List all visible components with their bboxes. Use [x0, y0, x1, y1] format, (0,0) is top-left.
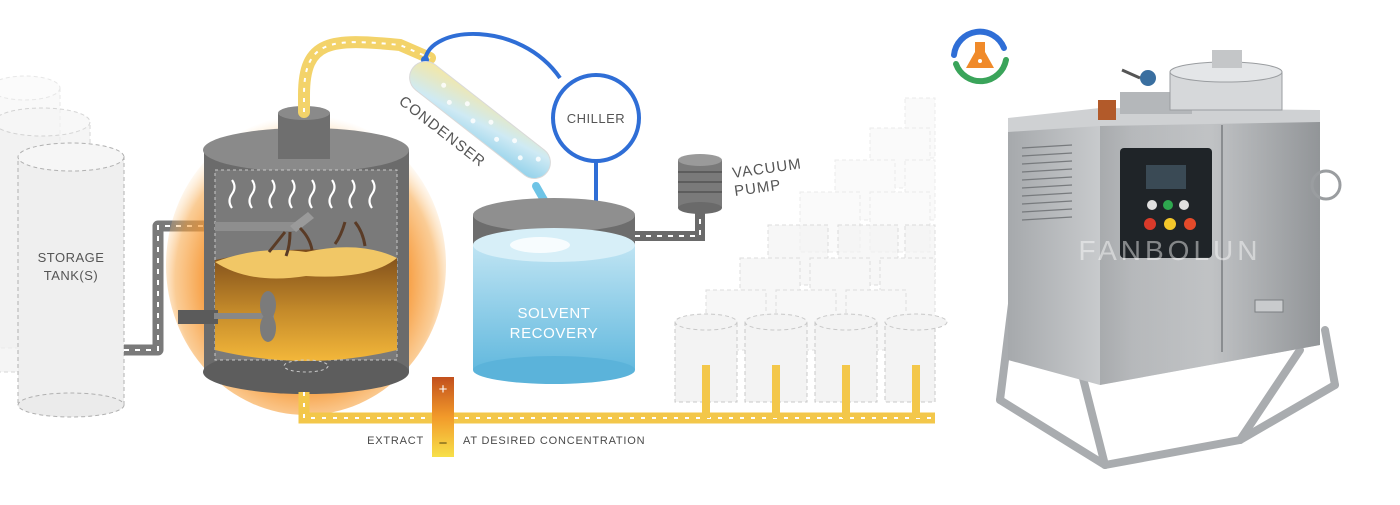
solvent-recovery-tank: SOLVENT RECOVERY — [473, 198, 635, 384]
vacuum-pump: VACUUM PUMP — [635, 154, 803, 241]
brand-logo — [951, 28, 1009, 85]
extract-pipe — [298, 365, 935, 424]
chiller-loop: CHILLER — [421, 32, 641, 216]
chiller-label: CHILLER — [567, 111, 625, 126]
storage-tank-label-line2: TANK(S) — [44, 268, 99, 283]
vapor-pipe — [298, 36, 436, 118]
vapor-lines — [228, 179, 376, 209]
machine-brand-watermark: FANBOLUN — [1079, 235, 1262, 266]
solvent-recovery-label-line2: RECOVERY — [510, 325, 599, 342]
storage-tank-label: STORAGE — [38, 250, 105, 265]
concentration-gauge: + − — [432, 377, 454, 457]
heated-vessel — [166, 106, 446, 415]
solvent-recovery-machine: FANBOLUN — [996, 50, 1342, 469]
product-containers — [674, 97, 948, 403]
vacuum-pump-label-line2: PUMP — [733, 177, 782, 200]
storage-tanks: STORAGE TANK(S) — [0, 75, 125, 418]
gauge-plus-sign: + — [439, 381, 448, 398]
storage-tank: STORAGE TANK(S) — [17, 142, 125, 418]
concentration-label: AT DESIRED CONCENTRATION — [463, 435, 645, 447]
gauge-minus-sign: − — [439, 435, 448, 452]
solvent-recovery-label: SOLVENT — [517, 305, 590, 322]
extract-label: EXTRACT — [367, 435, 424, 447]
